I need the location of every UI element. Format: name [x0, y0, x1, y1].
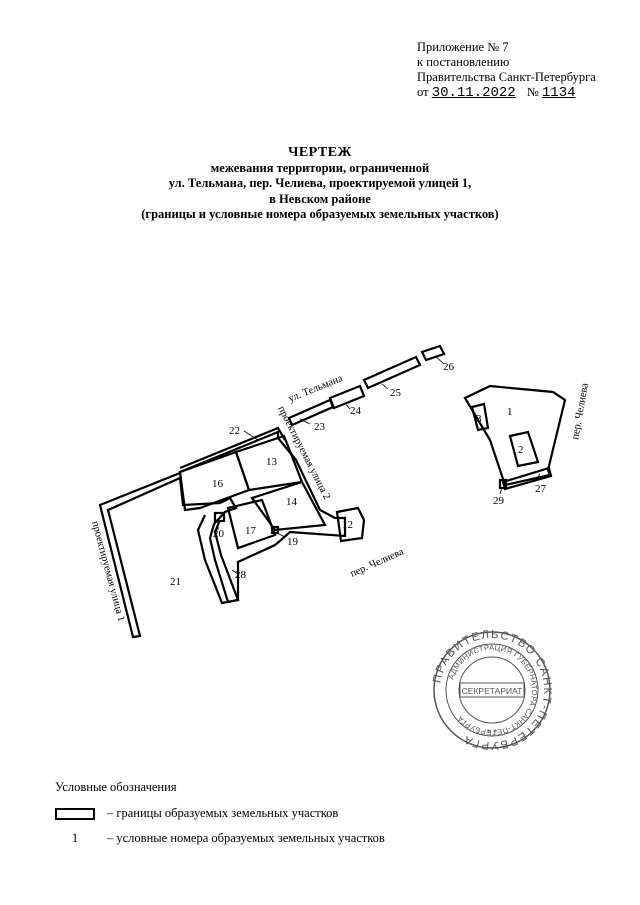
parcel-14-boundary — [250, 480, 327, 532]
appendix-line2: к постановлению — [417, 55, 510, 69]
legend-item-boundaries: – границы образуемых земельных участков — [55, 806, 338, 821]
decree-number: 1134 — [541, 85, 576, 101]
decree-date: 30.11.2022 — [431, 85, 516, 101]
appendix-line3: Правительства Санкт-Петербурга — [417, 70, 596, 84]
parcel-24-boundary — [328, 384, 366, 410]
parcel-1-boundary — [463, 384, 567, 487]
parcel-label-23: 23 — [314, 421, 326, 433]
parcel-16-boundary — [178, 450, 251, 512]
street-cheliev-south: пер. Челиева — [349, 546, 406, 579]
parcel-label-27: 27 — [535, 483, 547, 495]
title-line5: (границы и условные номера образуемых зе… — [141, 207, 499, 221]
appendix-block: Приложение № 7 к постановлению Правитель… — [417, 40, 596, 101]
official-seal: ПРАВИТЕЛЬСТВО САНКТ-ПЕТЕРБУРГА АДМИНИСТР… — [431, 629, 551, 751]
parcel-label-13: 13 — [266, 456, 278, 468]
parcel-3-boundary — [470, 402, 490, 432]
number-prefix: № — [526, 85, 539, 99]
appendix-line1: Приложение № 7 — [417, 40, 509, 54]
title-line2: межевания территории, ограниченной — [210, 160, 430, 175]
parcel-label-22: 22 — [229, 425, 240, 437]
parcel-29-boundary — [498, 478, 508, 490]
appendix-date-line: от 30.11.2022 № 1134 — [417, 85, 596, 101]
parcel-label-2: 2 — [518, 444, 524, 456]
parcel-26-boundary — [420, 344, 446, 362]
legend-number-sample: 1 — [71, 831, 79, 845]
legend-text-numbers: – условные номера образуемых земельных у… — [107, 831, 385, 845]
parcel-label-26: 26 — [443, 361, 455, 373]
title-line1: ЧЕРТЕЖ — [288, 145, 352, 160]
street-cheliev-east: пер. Челиева — [570, 382, 591, 441]
parcel-label-24: 24 — [350, 405, 362, 417]
parcel-label-14: 14 — [286, 496, 298, 508]
legend-item-numbers: 1 – условные номера образуемых земельных … — [55, 831, 385, 846]
title-line4: в Невском районе — [269, 191, 371, 206]
parcel-label-16: 16 — [212, 478, 224, 490]
parcel-12-boundary — [335, 506, 366, 543]
parcel-label-28: 28 — [235, 569, 247, 581]
parcel-27-boundary — [501, 466, 553, 491]
parcel-label-17: 17 — [245, 525, 257, 537]
parcel-label-20: 20 — [213, 528, 225, 540]
parcel-19-boundary — [270, 525, 280, 535]
parcel-28-boundary — [196, 514, 240, 605]
parcel-label-1: 1 — [507, 406, 513, 418]
legend-text-boundaries: – границы образуемых земельных участков — [107, 806, 339, 820]
parcel-label-3: 3 — [476, 413, 482, 425]
parcel-label-19: 19 — [287, 536, 299, 548]
parcel-25-boundary — [362, 355, 422, 390]
parcel-23-boundary — [287, 398, 335, 427]
seal-center-text: СЕКРЕТАРИАТ — [462, 686, 523, 696]
parcel-label-29: 29 — [493, 495, 505, 507]
parcel-17-boundary — [226, 498, 277, 550]
parcel-22-boundary — [179, 426, 286, 470]
svg-text:* *: * * — [487, 728, 498, 737]
title-line3: ул. Тельмана, пер. Челиева, проектируемо… — [168, 176, 472, 190]
legend-heading: Условные обозначения — [55, 780, 177, 794]
boundary-symbol — [55, 808, 95, 821]
parcel-2-boundary — [508, 430, 540, 468]
document-title: ЧЕРТЕЖ межевания территории, ограниченно… — [0, 145, 640, 223]
date-prefix: от — [417, 85, 429, 99]
parcel-label-12: 12 — [342, 519, 353, 531]
parcel-label-25: 25 — [390, 387, 402, 399]
street-telmana: ул. Тельмана — [287, 373, 345, 405]
parcel-label-21: 21 — [170, 576, 181, 588]
